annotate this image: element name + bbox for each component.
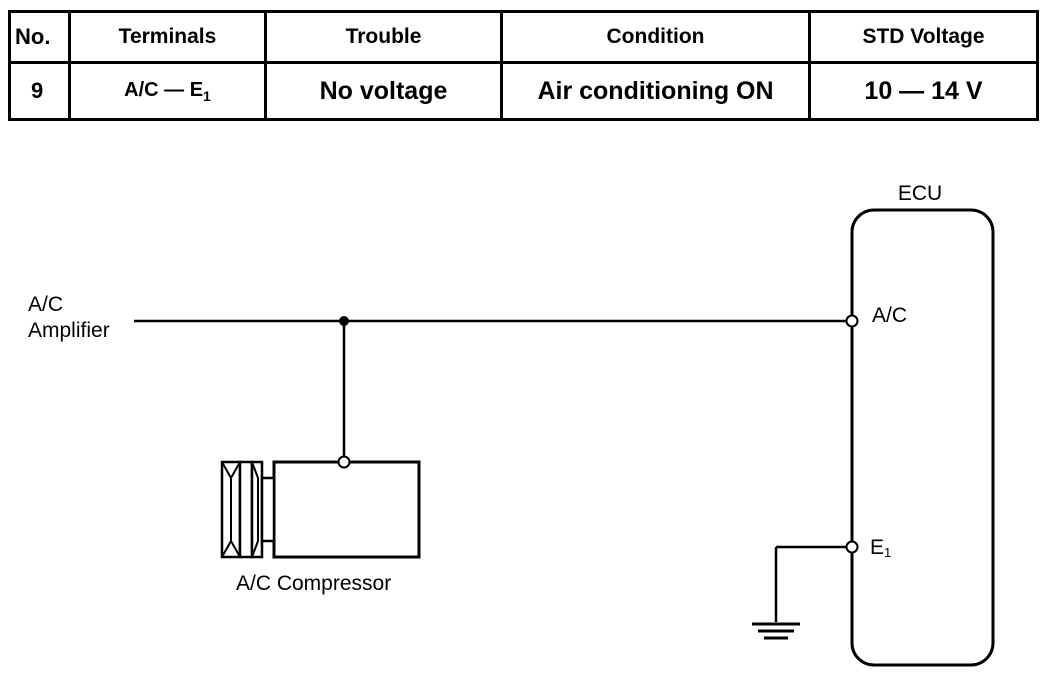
cell-terminals-text: A/C — E xyxy=(124,78,204,101)
amplifier-label-line1: A/C xyxy=(28,293,63,316)
terminal-ac-label: A/C xyxy=(872,304,907,327)
cell-no: 9 xyxy=(8,61,71,121)
cell-condition: Air conditioning ON xyxy=(500,61,811,121)
header-trouble: Trouble xyxy=(264,10,503,64)
cell-std-voltage: 10 — 14 V xyxy=(808,61,1039,121)
compressor-label: A/C Compressor xyxy=(236,572,391,595)
header-condition: Condition xyxy=(500,10,811,64)
table-header-row: No. Terminals Trouble Condition STD Volt… xyxy=(8,10,1039,64)
terminal-spec-table: No. Terminals Trouble Condition STD Volt… xyxy=(8,10,1039,121)
ecu-terminal-e1 xyxy=(845,540,859,554)
ecu-box xyxy=(850,208,995,667)
header-no: No. xyxy=(8,10,71,64)
compressor-symbol xyxy=(220,460,421,559)
ecu-terminal-ac xyxy=(845,314,859,328)
cell-terminals-sub: 1 xyxy=(203,87,211,104)
table-row: 9 A/C — E1 No voltage Air conditioning O… xyxy=(8,61,1039,121)
amplifier-label-line2: Amplifier xyxy=(28,319,110,342)
ecu-label: ECU xyxy=(898,182,942,205)
terminal-e1-sub: 1 xyxy=(884,545,891,560)
header-terminals: Terminals xyxy=(68,10,267,64)
ground-symbol-icon xyxy=(752,622,800,640)
terminal-e1-letter: E xyxy=(870,536,884,559)
compressor-terminal xyxy=(337,455,351,469)
cell-terminals: A/C — E1 xyxy=(68,61,267,121)
cell-trouble: No voltage xyxy=(264,61,503,121)
header-std-voltage: STD Voltage xyxy=(808,10,1039,64)
terminal-e1-label: E1 xyxy=(870,536,891,560)
